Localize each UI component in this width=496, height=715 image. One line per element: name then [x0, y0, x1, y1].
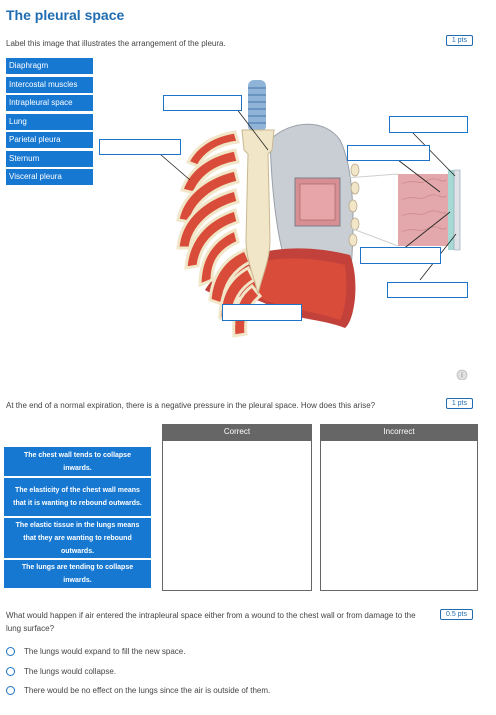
label-chip-sternum[interactable]: Sternum — [6, 151, 93, 167]
label-chip-intercostal-muscles[interactable]: Intercostal muscles — [6, 77, 93, 93]
sort-item-lungs-collapse[interactable]: The lungs are tending to collapse inward… — [4, 560, 151, 588]
radio-button[interactable] — [6, 647, 15, 656]
question-3-prompt: What would happen if air entered the int… — [6, 611, 416, 633]
drop-zone-1[interactable] — [163, 95, 242, 111]
drop-zone-3[interactable] — [389, 116, 468, 133]
question-2-points: 1 pts — [445, 398, 473, 409]
label-chip-parietal-pleura[interactable]: Parietal pleura — [6, 132, 93, 148]
info-icon: i — [456, 369, 468, 380]
option-label: The lungs would expand to fill the new s… — [24, 647, 186, 656]
radio-button[interactable] — [6, 686, 15, 695]
incorrect-column-dropzone[interactable] — [320, 440, 478, 591]
pleura-figure: i — [150, 80, 480, 380]
svg-text:i: i — [461, 372, 463, 380]
thorax-illustration: i — [152, 80, 468, 380]
correct-column-dropzone[interactable] — [162, 440, 312, 591]
page-title: The pleural space — [6, 7, 125, 23]
label-chip-intrapleural-space[interactable]: Intrapleural space — [6, 95, 93, 111]
label-chip-visceral-pleura[interactable]: Visceral pleura — [6, 169, 93, 185]
label-chip-lung[interactable]: Lung — [6, 114, 93, 130]
question-2-prompt: At the end of a normal expiration, there… — [6, 401, 376, 410]
drop-zone-2[interactable] — [99, 139, 181, 155]
option-label: The lungs would collapse. — [24, 667, 117, 676]
option-label: There would be no effect on the lungs si… — [24, 686, 271, 695]
question-1-prompt: Label this image that illustrates the ar… — [6, 39, 226, 48]
drop-zone-4[interactable] — [347, 145, 430, 161]
option-row[interactable]: There would be no effect on the lungs si… — [6, 686, 270, 695]
drop-zone-5[interactable] — [360, 247, 441, 264]
drop-zone-7[interactable] — [222, 304, 302, 321]
question-3-points: 0.5 pts — [439, 609, 473, 620]
label-chip-diaphragm[interactable]: Diaphragm — [6, 58, 93, 74]
radio-button[interactable] — [6, 667, 15, 676]
question-1-points: 1 pts — [445, 35, 473, 46]
sort-item-lung-elastic-tissue[interactable]: The elastic tissue in the lungs means th… — [4, 518, 151, 558]
sort-item-chest-wall-collapse[interactable]: The chest wall tends to collapse inwards… — [4, 447, 151, 476]
option-row[interactable]: The lungs would collapse. — [6, 667, 116, 676]
sort-item-chest-wall-elasticity[interactable]: The elasticity of the chest wall means t… — [4, 478, 151, 516]
drop-zone-6[interactable] — [387, 282, 468, 298]
option-row[interactable]: The lungs would expand to fill the new s… — [6, 647, 185, 656]
incorrect-column-header: Incorrect — [320, 424, 478, 440]
correct-column-header: Correct — [162, 424, 312, 440]
